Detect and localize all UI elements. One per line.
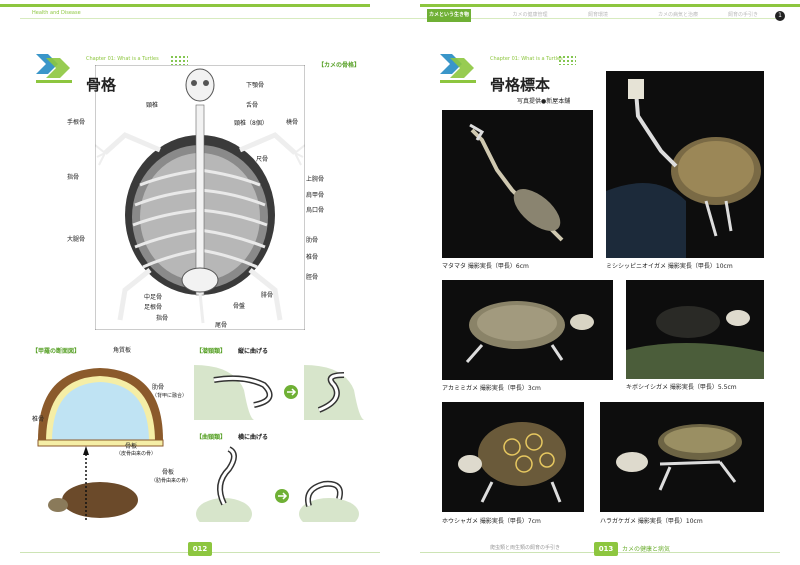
cross-kotsuban2-note: （肋骨由来の骨） bbox=[151, 478, 192, 484]
footer-note: 爬虫類と両生類の飼育の手引き bbox=[490, 545, 561, 551]
label-kagakukotsu: 下顎骨 bbox=[246, 82, 265, 89]
cross-rokkotsu-note: （背甲に融合） bbox=[152, 393, 188, 399]
cross-rokkotsu: 肋骨 bbox=[152, 384, 165, 391]
cross-tsuikotsu: 椎骨 bbox=[32, 416, 45, 423]
label-hikotsu: 腓骨 bbox=[261, 292, 274, 299]
tab-5[interactable]: 飼育の手引き bbox=[727, 12, 758, 18]
cross-kotsuban2: 骨板 bbox=[162, 469, 175, 476]
label-keitsui: 頸椎 bbox=[146, 102, 159, 109]
page-title-right: 骨格標本 bbox=[490, 76, 551, 94]
neck2-desc: 横に曲げる bbox=[238, 434, 269, 441]
label-shikotsu: 指骨 bbox=[67, 174, 80, 181]
tab-4[interactable]: カメの病気と治療 bbox=[657, 12, 698, 18]
page-title-left: 骨格 bbox=[86, 76, 117, 94]
dots-decoration-right bbox=[558, 55, 576, 65]
label-shikotsu2: 指骨 bbox=[156, 315, 169, 322]
header-accent-bar-right bbox=[420, 4, 800, 7]
caption-2: ミシシッピニオイガメ 撮影実長（甲長）10cm bbox=[606, 263, 733, 270]
dots-decoration-left bbox=[170, 55, 188, 65]
turtle-skeleton-illustration bbox=[95, 65, 305, 330]
page-number-left: 012 bbox=[188, 542, 212, 556]
header-accent-bar-left bbox=[0, 4, 370, 7]
label-keitsui-count: 頸椎（8個） bbox=[234, 120, 268, 127]
tab-active[interactable]: カメという生き物 bbox=[427, 9, 471, 22]
label-shukonkotsu: 手根骨 bbox=[67, 119, 86, 126]
tab-3[interactable]: 飼育環境 bbox=[587, 12, 608, 18]
cross-kotsuban1: 骨板 bbox=[125, 443, 138, 450]
cross-section-tag: 【甲羅の断面図】 bbox=[32, 348, 81, 355]
skeleton-tag: 【カメの骨格】 bbox=[318, 62, 361, 69]
tab-2[interactable]: カメの健康管理 bbox=[512, 12, 548, 18]
neck2-tag: 【曲頸類】 bbox=[196, 434, 227, 441]
caption-4: キボシイシガメ 撮影実長（甲長）5.5cm bbox=[626, 384, 737, 391]
cross-kotsuban1-note: （皮骨由来の骨） bbox=[116, 451, 157, 457]
photo-matamata bbox=[442, 110, 593, 258]
caption-1: マタマタ 撮影実長（甲長）6cm bbox=[442, 263, 529, 270]
label-zetsukotsu: 舌骨 bbox=[246, 102, 259, 109]
caption-6: ハラガケガメ 撮影実長（甲長）10cm bbox=[600, 518, 703, 525]
neck-horizontal-diagram bbox=[196, 446, 359, 522]
label-tsuikotsu: 椎骨 bbox=[306, 254, 319, 261]
chapter-chevron-icon-left bbox=[36, 54, 72, 83]
neck-vertical-diagram bbox=[194, 365, 364, 420]
caption-5: ホウシャガメ 撮影実長（甲長）7cm bbox=[442, 518, 541, 525]
label-sokonkotsu: 足根骨 bbox=[144, 304, 163, 311]
cross-kakuban: 角質板 bbox=[113, 347, 132, 354]
header-divider bbox=[20, 18, 780, 19]
label-daitaikotsu: 大腿骨 bbox=[67, 236, 86, 243]
label-toukotsu: 橈骨 bbox=[286, 119, 299, 126]
label-bikotsu: 尾骨 bbox=[215, 322, 228, 329]
label-shakotsu: 尺骨 bbox=[256, 156, 269, 163]
label-kotsuban: 骨盤 bbox=[233, 303, 246, 310]
label-jouwankotsu: 上腕骨 bbox=[306, 176, 325, 183]
header-page-marker: 1 bbox=[775, 11, 785, 21]
chapter-label-left: Chapter 01: What is a Turtles bbox=[86, 56, 159, 62]
label-chuusokotsu: 中足骨 bbox=[144, 294, 163, 301]
label-kenkoukotsu: 肩甲骨 bbox=[306, 192, 325, 199]
header-left-tag: Health and Disease bbox=[32, 10, 81, 16]
label-keikotsu: 脛骨 bbox=[306, 274, 319, 281]
label-ukoukotsu: 烏口骨 bbox=[306, 207, 325, 214]
photo-red-eared-slider bbox=[442, 280, 613, 380]
neck1-tag: 【潜頸類】 bbox=[196, 348, 227, 355]
page-number-right: 013 bbox=[594, 542, 618, 556]
label-rokkotsu: 肋骨 bbox=[306, 237, 319, 244]
shell-cross-section-diagram bbox=[37, 368, 164, 520]
chapter-label-right: Chapter 01: What is a Turtles bbox=[490, 56, 563, 62]
neck1-desc: 縦に曲げる bbox=[238, 348, 269, 355]
photo-spotted-turtle bbox=[626, 280, 764, 379]
chapter-chevron-icon-right bbox=[440, 54, 476, 83]
footer-title: カメの健康と病気 bbox=[622, 546, 671, 553]
photo-credit: 写真提供●新屋本舗 bbox=[517, 98, 571, 105]
photo-radiated-tortoise bbox=[442, 402, 584, 512]
caption-3: アカミミガメ 撮影実長（甲長）3cm bbox=[442, 385, 541, 392]
photo-helmeted-turtle bbox=[600, 402, 764, 512]
photo-mississippi-mud-turtle bbox=[606, 71, 764, 258]
